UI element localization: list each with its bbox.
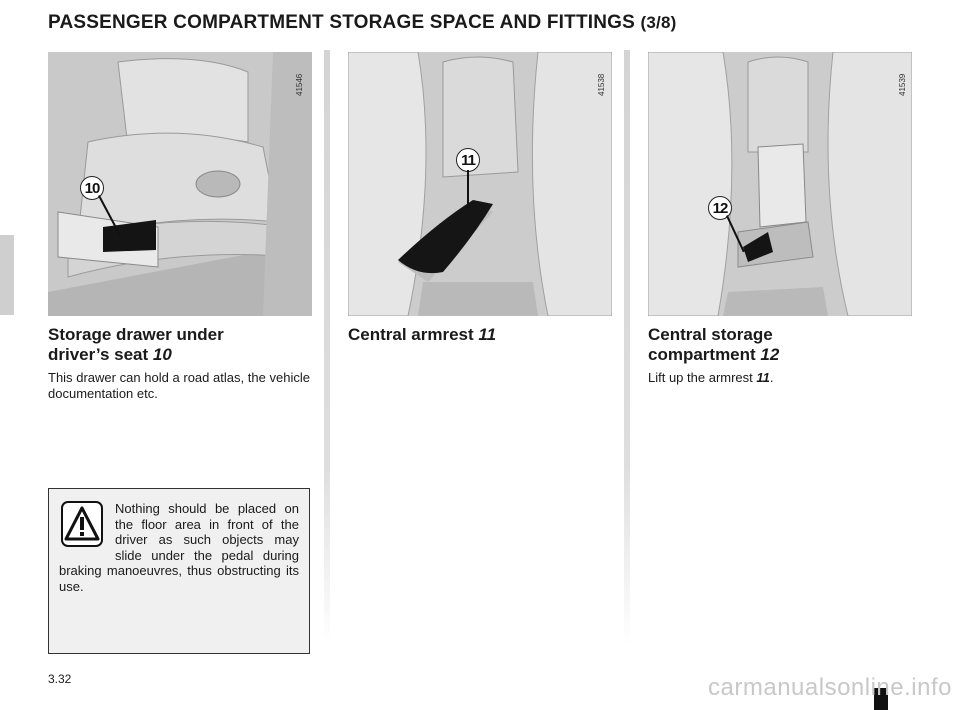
storage-compartment-illustration xyxy=(648,52,912,316)
image-reference-code: 41538 xyxy=(597,73,606,96)
callout-leader-line xyxy=(467,170,469,208)
body-storage-drawer: This drawer can hold a road atlas, the v… xyxy=(48,370,310,401)
callout-10: 10 xyxy=(80,176,104,200)
photo-central-armrest: 11 xyxy=(348,52,612,316)
heading-line: Central storage xyxy=(648,325,773,344)
heading-central-armrest: Central armrest 11 xyxy=(348,325,612,345)
body-central-storage: Lift up the armrest 11. xyxy=(648,370,910,386)
callout-12: 12 xyxy=(708,196,732,220)
column-divider xyxy=(324,50,330,645)
callout-11: 11 xyxy=(456,148,480,172)
heading-line: Storage drawer under xyxy=(48,325,224,344)
watermark: carmanualsonline.info xyxy=(708,674,952,701)
image-reference-code: 41539 xyxy=(898,73,907,96)
heading-reference-number: 12 xyxy=(760,345,780,364)
armrest-illustration xyxy=(348,52,612,316)
warning-triangle-icon xyxy=(61,501,103,547)
warning-box: Nothing should be placed on the floor ar… xyxy=(48,488,310,654)
page-title: PASSENGER COMPARTMENT STORAGE SPACE AND … xyxy=(48,12,676,34)
page-title-text: PASSENGER COMPARTMENT STORAGE SPACE AND … xyxy=(48,12,636,33)
warning-text: Nothing should be placed on the floor ar… xyxy=(59,501,299,594)
heading-storage-drawer: Storage drawer under driver’s seat 10 xyxy=(48,325,312,365)
heading-central-storage: Central storage compartment 12 xyxy=(648,325,912,365)
photo-central-storage-compartment: 12 xyxy=(648,52,912,316)
column-divider xyxy=(624,50,630,645)
heading-line: compartment xyxy=(648,345,756,364)
heading-reference-number: 11 xyxy=(478,325,497,344)
body-reference-number: 11 xyxy=(756,370,770,385)
image-reference-code: 41546 xyxy=(295,73,304,96)
corner-mark xyxy=(874,688,888,710)
section-side-tab xyxy=(0,235,14,315)
warning-message: Nothing should be placed on the floor ar… xyxy=(59,501,299,594)
heading-reference-number: 10 xyxy=(152,345,172,364)
body-text: . xyxy=(769,370,774,385)
page-number: 3.32 xyxy=(48,672,72,686)
heading-line: Central armrest xyxy=(348,325,474,344)
photo-storage-drawer: 10 xyxy=(48,52,312,316)
body-text: Lift up the armrest xyxy=(648,370,753,385)
heading-line: driver’s seat xyxy=(48,345,149,364)
page-title-part: (3/8) xyxy=(640,13,677,32)
seat-drawer-illustration xyxy=(48,52,312,316)
